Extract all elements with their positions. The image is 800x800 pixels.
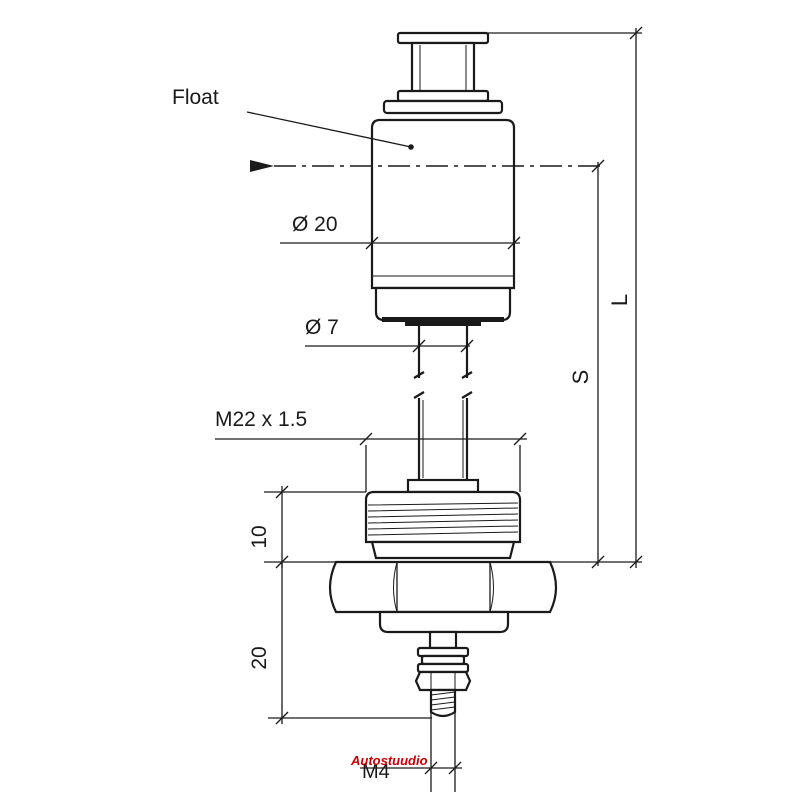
label-terminal-thread: M4 xyxy=(362,761,390,783)
label-float-diameter: Ø 20 xyxy=(292,213,338,236)
dim-float-diameter xyxy=(280,236,521,250)
threaded-body xyxy=(364,478,522,560)
label-float: Float xyxy=(172,86,219,109)
dim-thread xyxy=(215,432,527,492)
dim-terminal-thread xyxy=(360,712,462,792)
label-thread: M22 x 1.5 xyxy=(215,408,307,431)
label-stroke: S xyxy=(568,370,593,385)
dim-stem-diameter xyxy=(305,339,474,353)
dim-nut-height xyxy=(268,562,432,725)
float-body xyxy=(370,118,516,322)
label-stem-diameter: Ø 7 xyxy=(305,316,339,339)
switch-point-line xyxy=(250,160,600,172)
label-thread-height: 10 xyxy=(248,525,271,548)
dim-thread-height xyxy=(264,485,366,569)
label-nut-height: 20 xyxy=(248,646,271,669)
dim-stroke xyxy=(591,159,605,569)
terminal xyxy=(414,630,472,718)
top-cap xyxy=(382,31,504,115)
watermark-text: Autostuudio xyxy=(350,753,428,768)
hex-nut xyxy=(328,560,558,634)
float-leader xyxy=(246,111,412,148)
label-length: L xyxy=(607,294,632,306)
dim-length xyxy=(488,26,643,569)
